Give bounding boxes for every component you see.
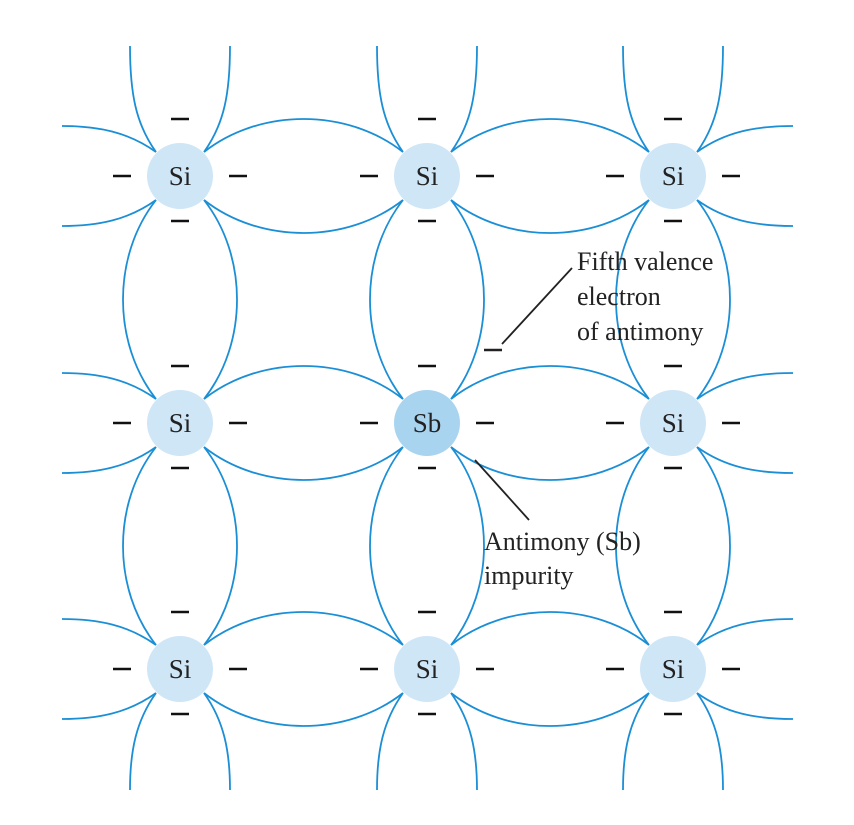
edge-bond-arc <box>696 372 794 400</box>
edge-bond-arc <box>61 125 157 153</box>
bond-arc <box>450 692 650 727</box>
edge-bond-arc <box>450 692 478 791</box>
bond-arc <box>203 692 404 727</box>
bond-arc <box>450 118 650 153</box>
bond-arc <box>450 365 650 400</box>
impurity-atom: Sb <box>394 390 460 456</box>
impurity-label-line-1: Antimony (Sb) <box>484 527 641 556</box>
atom: Si <box>394 143 460 209</box>
edge-bond-arc <box>622 692 650 791</box>
edge-bond-arc <box>203 45 231 153</box>
edge-bond-arc <box>696 125 794 153</box>
atom-label: Si <box>416 654 439 684</box>
edge-bond-arc <box>450 45 478 153</box>
atom-label: Si <box>169 161 192 191</box>
atom-circle <box>640 390 706 456</box>
atom: Si <box>394 636 460 702</box>
bond-arc <box>615 199 650 400</box>
bond-arc <box>203 446 238 646</box>
atom: Si <box>640 143 706 209</box>
edge-bond-arc <box>696 692 724 791</box>
bond-arc <box>203 199 238 400</box>
edge-bond-arc <box>696 618 794 646</box>
atom-circle <box>394 143 460 209</box>
atom-label: Si <box>662 408 685 438</box>
covalent-bonds <box>61 45 794 791</box>
impurity-leader-line <box>474 459 530 521</box>
fifth-electron-label-line-1: Fifth valence <box>577 247 713 276</box>
impurity-atom-circle <box>394 390 460 456</box>
edge-bond-arc <box>696 446 794 474</box>
edge-bond-arc <box>696 199 794 227</box>
bond-arc <box>450 611 650 646</box>
atom-circle <box>147 143 213 209</box>
atom-label: Si <box>662 654 685 684</box>
bond-arc <box>203 611 404 646</box>
bond-arc <box>122 446 157 646</box>
bond-arc <box>203 365 404 400</box>
bond-arc <box>369 446 404 646</box>
edge-bond-arc <box>129 45 157 153</box>
edge-bond-arc <box>61 199 157 227</box>
atom: Si <box>147 390 213 456</box>
edge-bond-arc <box>376 692 404 791</box>
bond-arc <box>203 446 404 481</box>
edge-bond-arc <box>203 692 231 791</box>
atom-label: Si <box>662 161 685 191</box>
edge-bond-arc <box>696 692 794 720</box>
atom-label: Si <box>169 408 192 438</box>
atom: Si <box>640 390 706 456</box>
bond-arc <box>122 199 157 400</box>
edge-bond-arc <box>61 446 157 474</box>
atom-circle <box>640 636 706 702</box>
fifth-electron-label-line-3: of antimony <box>577 317 703 346</box>
edge-bond-arc <box>129 692 157 791</box>
bond-arc <box>203 118 404 153</box>
atom: Si <box>147 636 213 702</box>
atom-circle <box>640 143 706 209</box>
bond-arc <box>450 199 650 234</box>
atom-label: Si <box>169 654 192 684</box>
bond-arc <box>450 199 485 400</box>
atom-circle <box>147 390 213 456</box>
bond-arc <box>696 199 731 400</box>
bond-arc <box>615 446 650 646</box>
impurity-label-line-2: impurity <box>484 561 574 590</box>
bond-arc <box>450 446 485 646</box>
atom-label: Si <box>416 161 439 191</box>
edge-bond-arc <box>61 692 157 720</box>
atom-circle <box>147 636 213 702</box>
impurity-atom-label: Sb <box>413 408 442 438</box>
bond-arc <box>369 199 404 400</box>
edge-bond-arc <box>61 618 157 646</box>
edge-bond-arc <box>376 45 404 153</box>
atom: Si <box>147 143 213 209</box>
fifth-electron-leader-line <box>501 267 573 345</box>
atom: Si <box>640 636 706 702</box>
edge-bond-arc <box>61 372 157 400</box>
bond-arc <box>696 446 731 646</box>
callouts: Fifth valence electron of antimony Antim… <box>474 247 713 590</box>
fifth-electron-label-line-2: electron <box>577 282 661 311</box>
atom-circle <box>394 636 460 702</box>
edge-bond-arc <box>622 45 650 153</box>
bond-arc <box>450 446 650 481</box>
edge-bond-arc <box>696 45 724 153</box>
bond-electrons <box>113 117 740 716</box>
bond-arc <box>203 199 404 234</box>
